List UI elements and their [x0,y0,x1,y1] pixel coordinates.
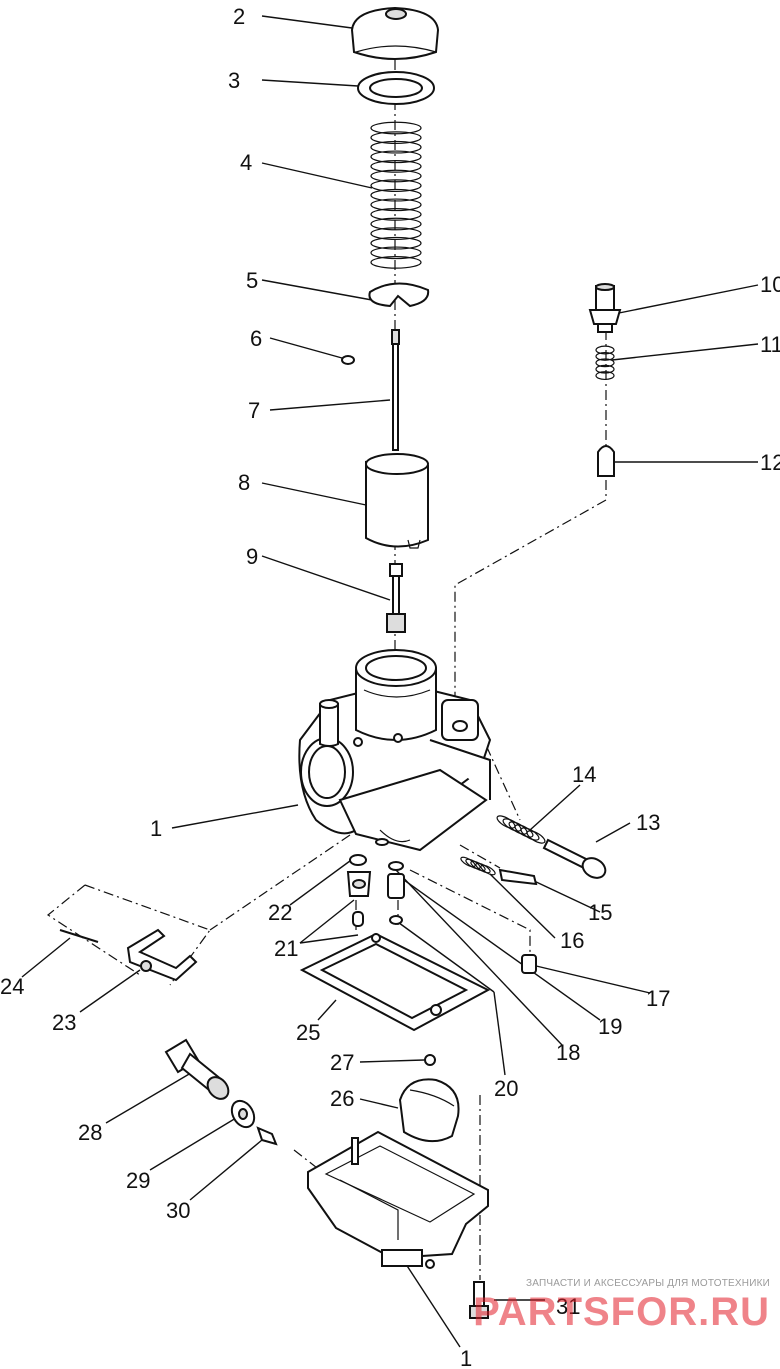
callout-c24: 24 [0,974,24,999]
callout-c19: 19 [598,1014,622,1039]
part-13-idle-screw [542,838,607,879]
callout-c3: 3 [228,68,240,93]
callout-c29: 29 [126,1168,150,1193]
callout-c5: 5 [246,268,258,293]
callout-c17: 17 [646,986,670,1011]
callout-c1a: 1 [150,816,162,841]
part-18-main-jet [387,873,405,925]
callout-c18: 18 [556,1040,580,1065]
callout-c10: 10 [760,272,780,297]
part-17-plug [521,954,537,974]
part-15-air-screw [498,868,538,886]
part-9-needle-jet [386,563,406,633]
callout-c9: 9 [246,544,258,569]
part-24-pin [59,929,99,943]
callout-c4: 4 [240,150,252,175]
callout-c8: 8 [238,470,250,495]
callout-c31: 31 [556,1294,580,1319]
part-8-throttle-slide [365,453,429,549]
leader-lines [21,15,759,1348]
part-25-float-bowl-gasket [299,932,491,1032]
part-14-spring [496,815,546,844]
callout-c13: 13 [636,810,660,835]
callout-c1b: 1 [460,1346,472,1369]
callout-c11: 11 [760,332,780,357]
callout-c26: 26 [330,1086,354,1111]
part-23-bracket [126,928,198,982]
part-19-o-ring [388,861,404,871]
part-28-banjo-bolt [164,1038,230,1100]
part-1-float-bowl [307,1130,489,1269]
callout-c15: 15 [588,900,612,925]
callout-c16: 16 [560,928,584,953]
part-21-pilot-jet [346,871,372,927]
part-26-float [398,1078,460,1143]
part-12-plunger [597,445,615,477]
callout-c28: 28 [78,1120,102,1145]
part-7-jet-needle [391,329,400,451]
callout-c25: 25 [296,1020,320,1045]
part-10-fitting [588,283,622,333]
callout-c22: 22 [268,900,292,925]
part-29-washer [230,1099,256,1129]
callout-c12: 12 [760,450,780,475]
part-27-ball [424,1054,436,1066]
callout-c30: 30 [166,1198,190,1223]
part-11-spring [595,345,615,381]
part-31-drain-bolt [469,1281,489,1319]
part-5-needle-retainer [368,282,430,308]
callout-c20: 20 [494,1076,518,1101]
callout-c14: 14 [572,762,596,787]
part-6-clip [341,355,355,365]
part-22-o-ring [349,854,367,866]
part-30-screw [256,1126,278,1146]
callout-c6: 6 [250,326,262,351]
part-1-carburetor-body [298,649,492,852]
part-16-spring [460,856,496,876]
callout-c23: 23 [52,1010,76,1035]
callout-c7: 7 [248,398,260,423]
callout-c21: 21 [274,936,298,961]
assembly-centerlines [46,40,607,1280]
part-2-cap [350,6,440,60]
part-3-washer [357,71,435,105]
callout-c27: 27 [330,1050,354,1075]
callout-c2: 2 [233,4,245,29]
part-4-spring [370,121,422,269]
